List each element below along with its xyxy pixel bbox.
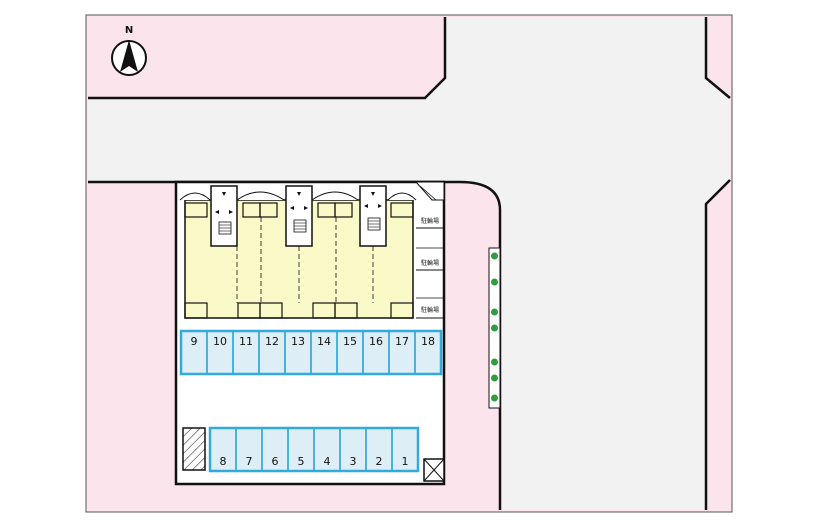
staircase-icon xyxy=(210,185,238,247)
staircase-icon xyxy=(285,185,313,247)
parking-space-number: 5 xyxy=(298,455,305,468)
parking-space-number: 17 xyxy=(395,335,409,348)
road-edge-right xyxy=(704,179,731,510)
bicycle-parking-area: 駐輪場 駐輪場 駐輪場 xyxy=(414,181,445,319)
parking-space-number: 14 xyxy=(317,335,331,348)
road-edge-top-left xyxy=(88,17,447,100)
parking-space xyxy=(391,427,419,472)
parking-space-number: 11 xyxy=(239,335,253,348)
parking-space-number: 7 xyxy=(246,455,253,468)
roads xyxy=(88,17,731,510)
staircase-icon xyxy=(359,185,387,247)
parking-space-number: 4 xyxy=(324,455,331,468)
parking-space-number: 9 xyxy=(191,335,198,348)
parking-row-bottom: 8 7 6 5 4 3 2 1 xyxy=(208,426,420,473)
parking-space-number: 3 xyxy=(350,455,357,468)
parking-space-number: 1 xyxy=(402,455,409,468)
parking-space-number: 8 xyxy=(220,455,227,468)
hatched-block-icon xyxy=(182,427,206,471)
bicycle-parking-label: 駐輪場 xyxy=(421,259,439,267)
hedge-shrub-icon xyxy=(488,247,501,409)
parking-space-number: 10 xyxy=(213,335,227,348)
parking-space-number: 6 xyxy=(272,455,279,468)
apartment-building xyxy=(179,185,417,319)
parking-space-number: 2 xyxy=(376,455,383,468)
parking-space-number: 15 xyxy=(343,335,357,348)
parking-space-number: 12 xyxy=(265,335,279,348)
road-edge-corner xyxy=(88,180,502,510)
parking-space-number: 16 xyxy=(369,335,383,348)
trash-station-icon xyxy=(423,458,445,482)
north-arrow-icon: N xyxy=(111,25,147,76)
parking-row-top: 9 10 11 12 13 14 15 16 17 18 xyxy=(179,329,443,376)
parking-space-number: 13 xyxy=(291,335,305,348)
bicycle-parking-label: 駐輪場 xyxy=(421,217,439,225)
parking-space-number: 18 xyxy=(421,335,435,348)
road-horizontal xyxy=(88,17,730,510)
north-label: N xyxy=(125,25,133,36)
road-edge-top-right xyxy=(704,17,731,99)
bicycle-parking-label: 駐輪場 xyxy=(421,306,439,314)
parking-space xyxy=(414,330,442,375)
